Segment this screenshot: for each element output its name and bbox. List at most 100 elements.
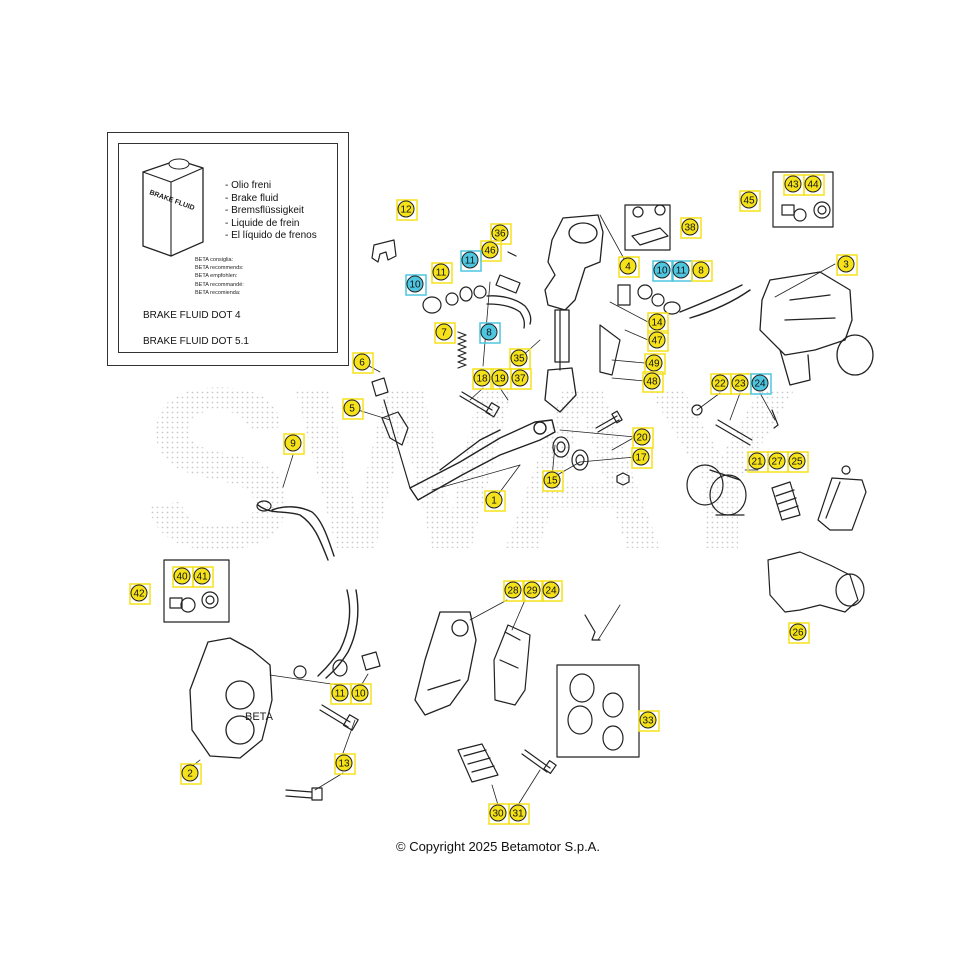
- callout-9: 9: [283, 433, 305, 455]
- callout-frame: [510, 368, 532, 390]
- callout-circle: [435, 323, 453, 341]
- callout-circle: [748, 452, 766, 470]
- fluid-name-fr: - Liquide de frein: [225, 217, 300, 229]
- callout-circle: [643, 372, 661, 390]
- caliper-bolts: [285, 704, 359, 801]
- callout-number: 13: [338, 759, 350, 770]
- callout-circle: [335, 754, 353, 772]
- callout-number: 33: [642, 716, 654, 727]
- callout-40: 40: [172, 566, 194, 588]
- callout-frame: [631, 447, 653, 469]
- rear-hose: [599, 284, 751, 376]
- callout-25: 25: [787, 451, 809, 473]
- pad-pins-right: [691, 404, 779, 446]
- callout-frame: [647, 330, 669, 352]
- callout-circle: [751, 374, 769, 392]
- callout-frame: [680, 217, 702, 239]
- callout-21: 21: [747, 451, 769, 473]
- callout-frame: [618, 256, 640, 278]
- callout-number: 11: [465, 256, 476, 267]
- callout-circle: [804, 175, 822, 193]
- spec-dot4: BRAKE FLUID DOT 4: [143, 310, 241, 321]
- callout-frame: [638, 710, 660, 732]
- callout-number: 43: [787, 180, 799, 191]
- callout-number: 11: [335, 689, 346, 700]
- fluid-name-list: - Olio freni - Brake fluid - Bremsflüssi…: [225, 180, 317, 243]
- recommends-de: BETA empfohlen:: [195, 273, 238, 280]
- callout-number: 30: [492, 809, 504, 820]
- callout-33: 33: [638, 710, 660, 732]
- callout-number: 11: [676, 266, 687, 277]
- callout-number: 31: [512, 809, 524, 820]
- callout-number: 40: [176, 572, 188, 583]
- pedal-pivot-bolt: [595, 410, 623, 433]
- callout-number: 3: [843, 260, 849, 271]
- callout-number: 20: [636, 433, 648, 444]
- callout-circle: [181, 764, 199, 782]
- callout-circle: [639, 711, 657, 729]
- callout-number: 27: [771, 457, 783, 468]
- callout-frame: [192, 566, 214, 588]
- callout-circle: [343, 399, 361, 417]
- callout-30: 30: [488, 803, 510, 825]
- fluid-name-it: - Olio freni: [225, 180, 272, 191]
- callout-frame: [396, 199, 418, 221]
- callout-20: 20: [632, 427, 654, 449]
- callout-5: 5: [342, 398, 364, 420]
- callout-circle: [681, 218, 699, 236]
- front-pistons-box: [556, 664, 640, 758]
- callout-number: 10: [409, 280, 421, 291]
- callout-circle: [837, 255, 855, 273]
- callout-circle: [511, 369, 529, 387]
- callout-circle: [788, 452, 806, 470]
- callout-frame: [508, 803, 530, 825]
- callout-number: 4: [625, 262, 631, 273]
- callout-number: 35: [513, 354, 525, 365]
- callout-37: 37: [510, 368, 532, 390]
- callout-number: 10: [656, 266, 668, 277]
- pad-pin-front: [584, 614, 601, 641]
- callout-31: 31: [508, 803, 530, 825]
- callout-38: 38: [680, 217, 702, 239]
- callout-frame: [283, 433, 305, 455]
- callout-number: 18: [476, 374, 488, 385]
- callout-8: 8: [691, 260, 713, 282]
- callout-24: 24: [541, 580, 563, 602]
- pedal-return-bracket: [371, 377, 411, 489]
- callout-42: 42: [129, 583, 151, 605]
- callout-circle: [351, 684, 369, 702]
- callout-circle: [784, 175, 802, 193]
- callout-number: 19: [494, 374, 506, 385]
- callout-11: 11: [460, 250, 482, 272]
- callout-26: 26: [788, 622, 810, 644]
- callout-number: 21: [751, 457, 763, 468]
- brake-fluid-bottle-icon: BRAKE FLUID: [142, 158, 204, 257]
- callout-number: 24: [545, 586, 557, 597]
- callout-24: 24: [750, 373, 772, 395]
- callout-27: 27: [767, 451, 789, 473]
- callout-number: 28: [507, 586, 519, 597]
- rear-master-cylinder: [544, 214, 604, 413]
- callout-number: 42: [133, 589, 145, 600]
- callout-29: 29: [522, 580, 544, 602]
- callout-11: 11: [431, 262, 453, 284]
- callout-frame: [788, 622, 810, 644]
- callout-10: 10: [405, 274, 427, 296]
- callout-number: 38: [684, 223, 696, 234]
- callout-8: 8: [479, 322, 501, 344]
- front-pin: [521, 749, 557, 774]
- callout-circle: [711, 374, 729, 392]
- callout-number: 11: [436, 268, 447, 279]
- front-caliper: BETA: [189, 637, 274, 759]
- callout-circle: [331, 684, 349, 702]
- rear-caliper: [759, 271, 874, 386]
- pads-pin-box-right: [772, 171, 834, 228]
- recommends-it: BETA consiglia:: [195, 257, 234, 263]
- callout-number: 5: [349, 404, 355, 415]
- callout-frame: [431, 262, 453, 284]
- callout-frame: [350, 683, 372, 705]
- callout-frame: [180, 763, 202, 785]
- callout-frame: [484, 490, 506, 512]
- callout-frame: [129, 583, 151, 605]
- recommends-es: BETA recomienda:: [195, 289, 241, 296]
